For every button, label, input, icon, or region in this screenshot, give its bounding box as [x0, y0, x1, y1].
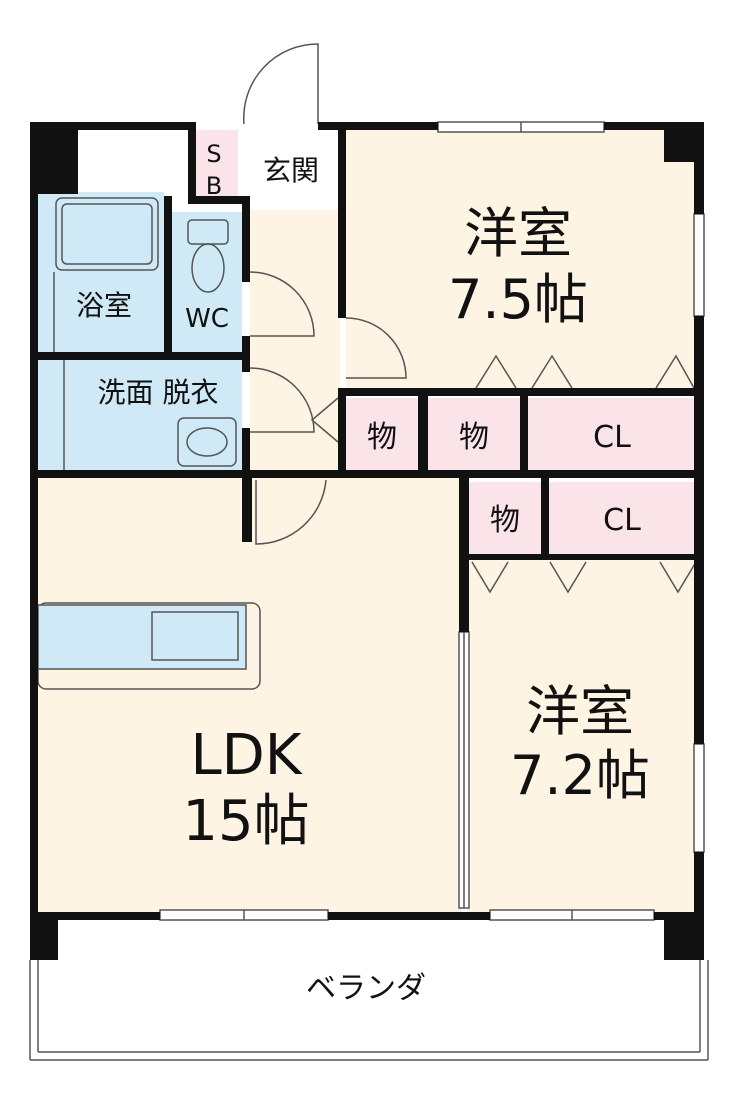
- closet-2-floor: [549, 482, 695, 554]
- western-1-name: 洋室: [464, 202, 572, 265]
- storage-3-floor: [469, 482, 541, 554]
- western-2-size: 7.2帖: [510, 744, 650, 807]
- entrance-door: [243, 43, 319, 125]
- ldk-name: LDK: [190, 723, 302, 788]
- wash-basin: [177, 417, 237, 467]
- shoebox-floor: [196, 130, 238, 196]
- bath-label: 浴室: [76, 289, 132, 322]
- bathtub: [55, 197, 159, 271]
- western-2-floor: [467, 558, 695, 912]
- shoebox-label-line1: S: [206, 140, 221, 168]
- storage-3-label: 物: [490, 503, 520, 538]
- hall-floor: [250, 205, 340, 477]
- hall-storage-door: [310, 397, 339, 443]
- fixtures: [53, 197, 237, 470]
- entrance-floor: [238, 130, 340, 210]
- counter-top: [37, 604, 247, 670]
- western-1-size: 7.5帖: [448, 268, 588, 331]
- room-labels: S B 玄関 洋室 7.5帖 浴室 WC 洗面 脱衣 物 物 CL 物 CL 洋…: [76, 140, 650, 1006]
- ldk-size: 15帖: [182, 789, 309, 854]
- doors: [243, 43, 407, 545]
- bathtub-inner: [61, 203, 153, 265]
- wc-label: WC: [185, 304, 229, 334]
- western-1-floor: [346, 130, 694, 390]
- closet-2-label: CL: [603, 503, 641, 538]
- wash-basin-bowl: [186, 427, 228, 457]
- balcony-outline: [29, 960, 709, 1061]
- balcony-label: ベランダ: [306, 971, 426, 1006]
- storage-1-floor: [346, 398, 418, 470]
- kitchen-sink: [151, 611, 239, 661]
- western-1-door: [345, 317, 407, 379]
- window-western-1-right: [693, 213, 705, 317]
- storage-2-label: 物: [459, 420, 489, 455]
- window-western-2-right: [693, 743, 705, 853]
- balcony-floor: [38, 920, 700, 1052]
- closet-1-label: CL: [593, 420, 631, 455]
- wc-door: [249, 271, 315, 337]
- floor-fills: [38, 130, 700, 1052]
- storage-2-floor: [428, 398, 520, 470]
- western-2-name: 洋室: [526, 680, 634, 743]
- closet-1-floor: [528, 398, 694, 470]
- wc-floor: [172, 212, 242, 352]
- washroom-door: [249, 367, 315, 433]
- entrance-label: 玄関: [263, 154, 319, 187]
- ldk-door: [255, 479, 327, 545]
- shoebox-label-line2: B: [206, 172, 222, 200]
- storage-1-label: 物: [367, 420, 397, 455]
- closet-doors: [471, 354, 697, 594]
- ldk-floor: [38, 478, 462, 912]
- washroom-floor: [38, 360, 242, 470]
- kitchen-counter: [37, 602, 261, 690]
- toilet-bowl: [191, 243, 225, 293]
- washroom-label: 洗面 脱衣: [98, 376, 219, 409]
- walls: [30, 122, 704, 960]
- sliding-door: [458, 631, 470, 909]
- bath-floor: [38, 192, 164, 352]
